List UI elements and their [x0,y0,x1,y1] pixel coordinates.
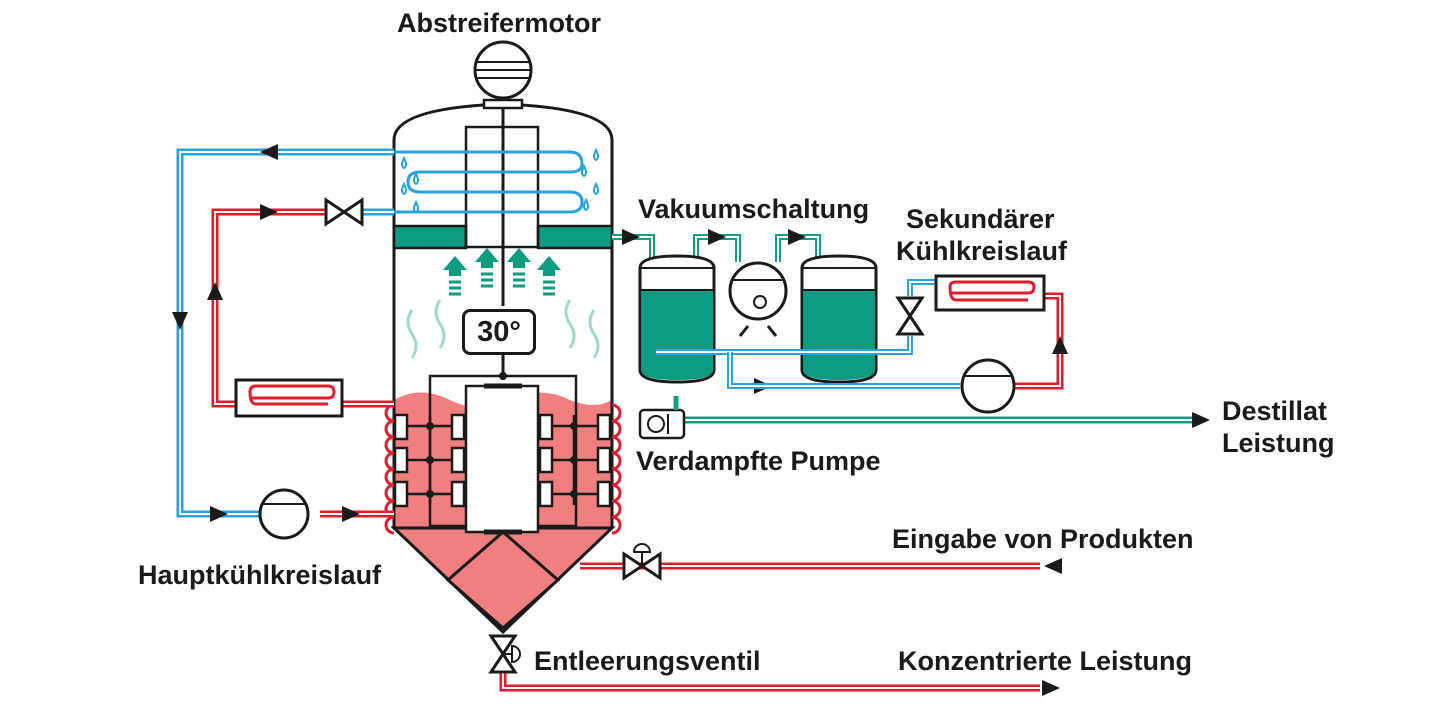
label-scraper-motor: Abstreifermotor [397,8,602,38]
label-drain-valve: Entleerungsventil [534,646,761,676]
vapour-arrows [406,248,600,359]
label-distillate-line2: Leistung [1222,428,1335,458]
main-heat-exchanger [234,378,344,418]
main-cooling-pump [258,488,310,540]
main-cooling-valve [324,197,364,227]
flow-arrows-main [172,144,360,522]
label-secondary-cooling-line2: Kühlkreislauf [896,236,1068,266]
vacuum-pump [728,261,788,337]
drain-valve [488,634,521,674]
scraper-motor [473,40,533,110]
vacuum-vessel-left [638,254,716,384]
label-vacuum-circuit: Vakuumschaltung [638,194,870,224]
condenser-coil [290,150,584,214]
concentrated-output-arrow [1042,680,1060,696]
label-product-input: Eingabe von Produkten [892,524,1194,554]
secondary-heat-exchanger [934,274,1046,312]
label-distillate-line1: Destillat [1222,396,1328,426]
secondary-cooling-pump [960,358,1016,414]
product-input-arrow [1044,558,1062,574]
flow-arrows-secondary [1052,336,1068,354]
evaporated-pump [638,396,686,440]
label-main-cooling: Hauptkühlkreislauf [138,560,382,590]
product-input-valve [622,543,662,581]
label-concentrated-output: Konzentrierte Leistung [898,646,1193,676]
label-evaporated-pump: Verdampfte Pumpe [636,446,881,476]
evaporator-vessel [384,102,622,635]
vacuum-vessel-right [800,254,878,384]
secondary-cooling-valve [895,296,925,336]
droplets [401,147,599,214]
drain-line [499,672,1040,692]
label-secondary-cooling-line1: Sekundärer [906,204,1055,234]
temperature-display: 30° [462,309,536,355]
